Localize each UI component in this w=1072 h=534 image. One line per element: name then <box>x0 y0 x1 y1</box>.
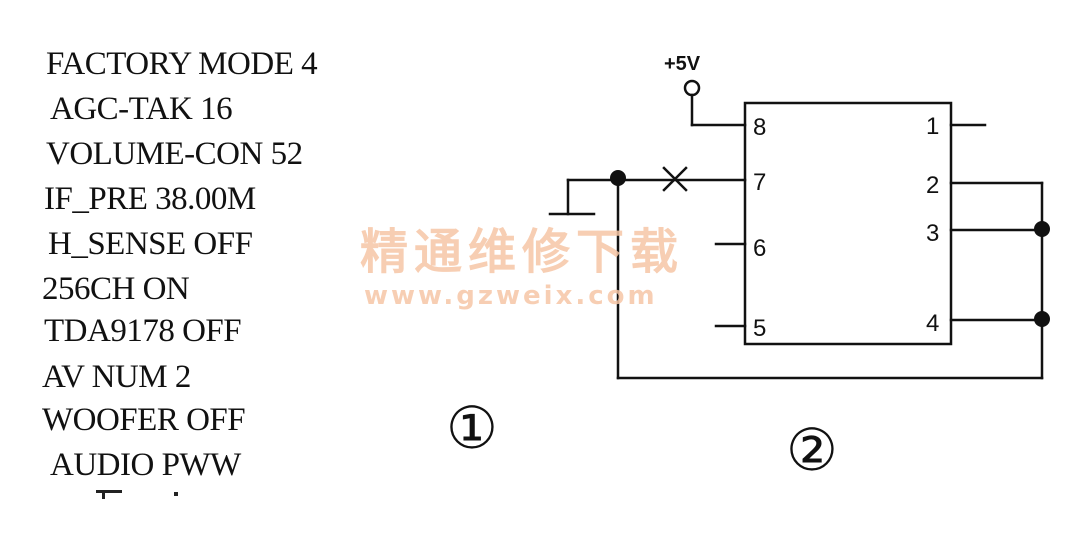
pin-label-1: 1 <box>926 113 939 140</box>
watermark-chinese: 精通维修下载 <box>360 224 685 280</box>
figure-label-1: ① <box>446 394 498 462</box>
pin-label-4: 4 <box>926 310 939 337</box>
supply-label: +5V <box>664 53 701 75</box>
supply-terminal <box>683 79 701 97</box>
figure-label-2: ② <box>786 416 838 484</box>
menu-line-256ch: 256CH ON <box>42 271 190 307</box>
menu-line-agc-tak: AGC-TAK 16 <box>50 91 233 127</box>
pin-label-3: 3 <box>926 220 939 247</box>
menu-line-av-num: AV NUM 2 <box>42 359 191 395</box>
junction-dot <box>610 170 626 186</box>
pin-label-6: 6 <box>753 235 766 262</box>
menu-line-if-pre: IF_PRE 38.00M <box>44 181 256 217</box>
cropped-menu-line <box>96 490 186 500</box>
watermark-url: www.gzweix.com <box>364 281 658 311</box>
menu-line-h-sense: H_SENSE OFF <box>48 226 253 262</box>
pin-label-7: 7 <box>753 169 766 196</box>
pin-label-5: 5 <box>753 315 766 342</box>
junction-dot <box>1034 311 1050 327</box>
menu-line-audio: AUDIO PWW <box>50 447 241 483</box>
menu-line-volume-con: VOLUME-CON 52 <box>46 136 303 172</box>
menu-line-woofer: WOOFER OFF <box>42 402 246 438</box>
menu-line-tda9178: TDA9178 OFF <box>44 313 242 349</box>
junction-dot <box>1034 221 1050 237</box>
pin-label-8: 8 <box>753 114 766 141</box>
menu-line-factory-mode: FACTORY MODE 4 <box>46 46 318 82</box>
pin-label-2: 2 <box>926 172 939 199</box>
ic-body <box>743 101 953 346</box>
